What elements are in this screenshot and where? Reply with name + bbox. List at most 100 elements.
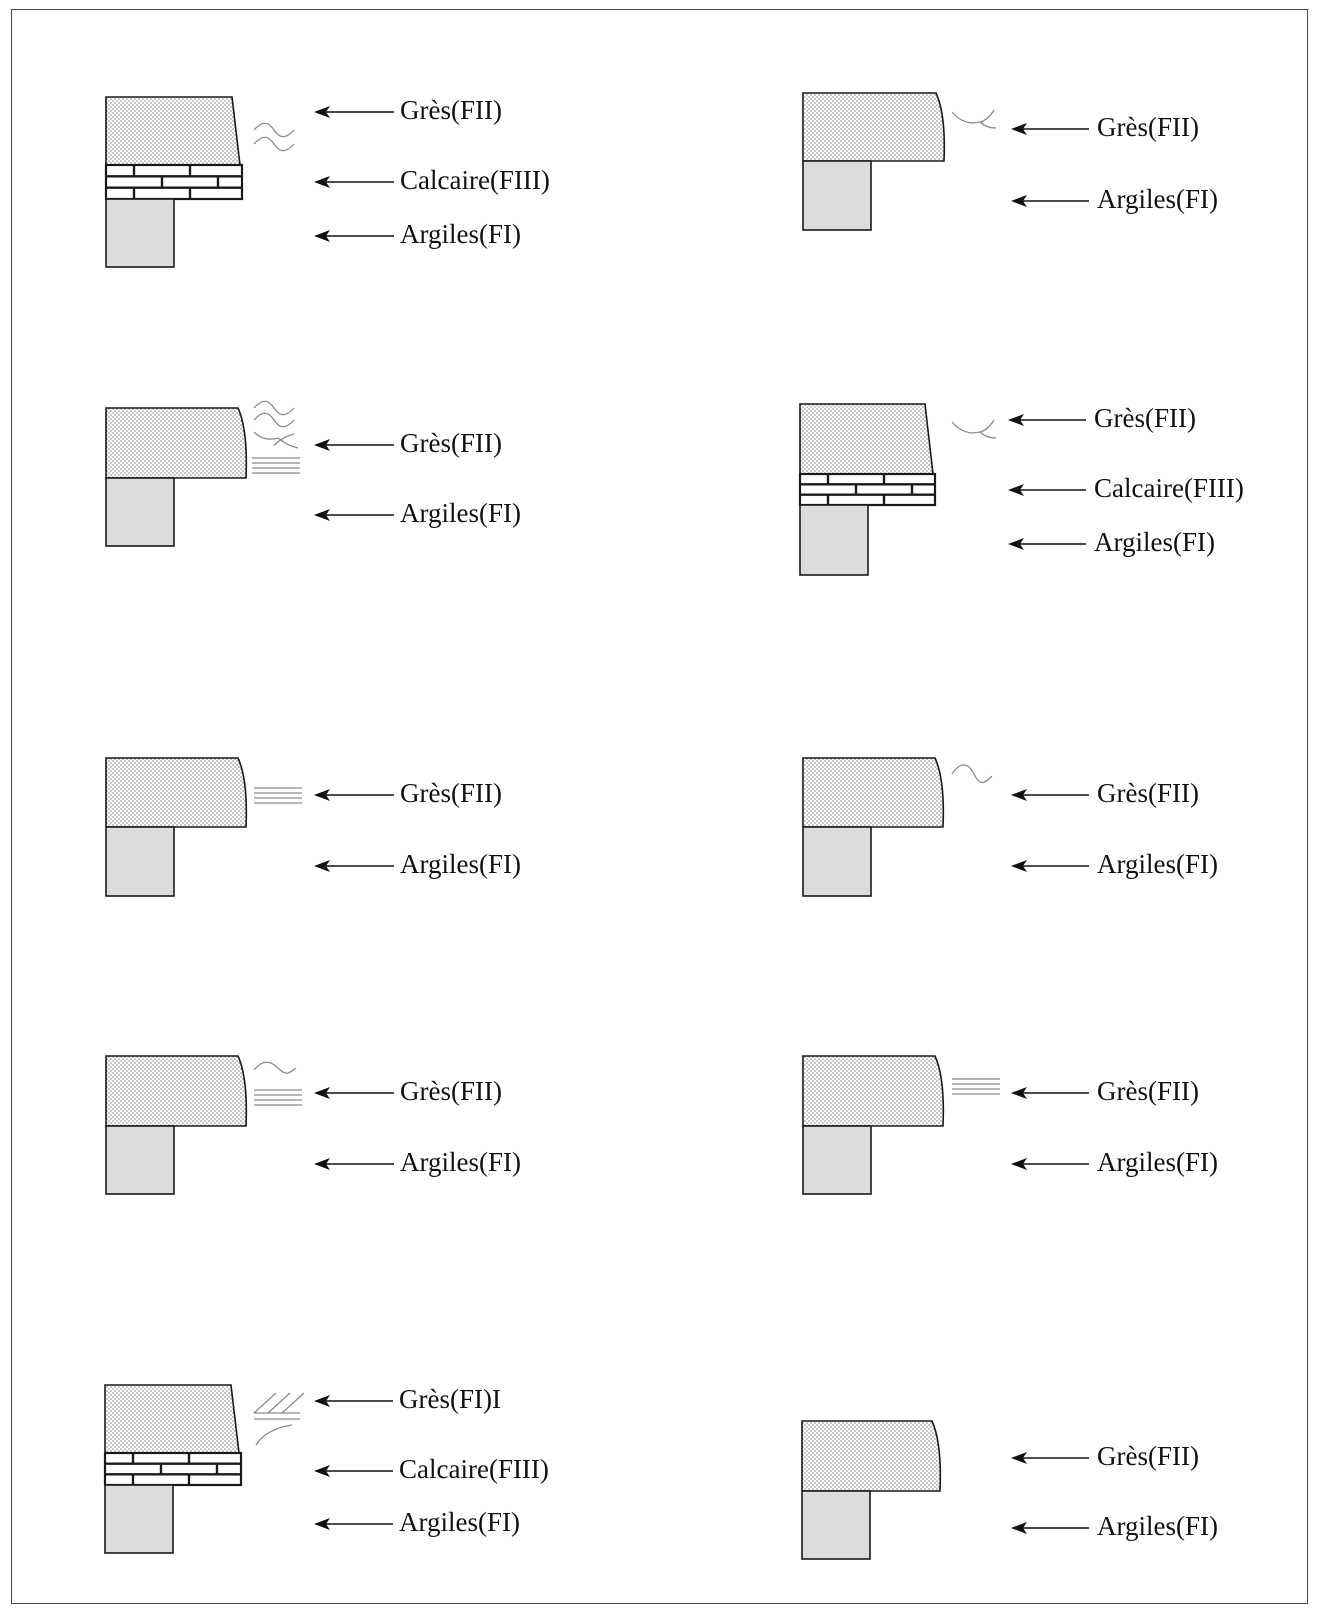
limestone-layer (103, 1451, 243, 1487)
layer-label: Grès(FII) (1094, 403, 1196, 433)
clay-layer (105, 198, 175, 268)
fork-mark (951, 419, 997, 439)
strata-column (801, 1420, 942, 1560)
double-wave-icon (253, 122, 295, 152)
arrow-head (314, 860, 330, 872)
wave-over-lines-icon (253, 1061, 302, 1106)
sandstone-layer (105, 757, 248, 828)
layer-label: Argiles(FI) (1097, 1147, 1218, 1177)
arrow (1011, 860, 1089, 872)
arrow-head (314, 1158, 330, 1170)
oblique-line-mark (281, 1392, 305, 1414)
arrow (1011, 1087, 1089, 1099)
layer-label: Grès(FII) (1097, 1076, 1199, 1106)
layer-label: Grès(FII) (1097, 778, 1199, 808)
wave-mark (253, 1061, 297, 1074)
layer-label: Argiles(FI) (1094, 527, 1215, 557)
layer-label: Argiles(FI) (400, 1147, 521, 1177)
layer-label: Argiles(FI) (1097, 1511, 1218, 1541)
arrow-head (314, 509, 330, 521)
arrow (314, 860, 394, 872)
layer-label: Argiles(FI) (400, 849, 521, 879)
limestone-layer (798, 472, 937, 507)
layer-label: Argiles(FI) (1097, 849, 1218, 879)
clay-layer (105, 1125, 175, 1195)
wave-mark (951, 764, 993, 784)
fork-mark (255, 1424, 293, 1446)
parallel-lines-icon (952, 1078, 1000, 1095)
arrow-head (314, 1395, 330, 1407)
fork-wave-icon (951, 109, 997, 129)
arrow-head (314, 106, 330, 118)
waves-fork-lines-icon (252, 400, 300, 474)
oblique-lines-fork-icon (253, 1392, 305, 1446)
arrow-head (314, 439, 330, 451)
arrow (314, 439, 394, 451)
clay-layer (802, 826, 872, 897)
limestone-layer (104, 163, 244, 201)
sandstone-layer (105, 96, 241, 166)
sandstone-layer (802, 92, 946, 162)
strata-column (802, 92, 946, 231)
arrow-head (314, 1465, 330, 1477)
strata-column (802, 1055, 945, 1195)
arrow (314, 1158, 394, 1170)
fork-mark (951, 109, 997, 129)
layer-label: Argiles(FI) (1097, 184, 1218, 214)
arrow (1011, 195, 1089, 207)
layer-label: Grès(FII) (400, 1076, 502, 1106)
oblique-line-mark (253, 1392, 277, 1414)
layer-label: Calcaire(FIII) (1094, 473, 1244, 503)
arrow (1011, 1522, 1089, 1534)
arrow (1008, 538, 1086, 550)
strata-column (105, 757, 248, 897)
clay-layer (104, 1484, 174, 1554)
sandstone-layer (105, 407, 248, 479)
layer-label: Calcaire(FIII) (400, 165, 550, 195)
arrow-head (1008, 538, 1024, 550)
arrow (1011, 789, 1089, 801)
arrow (314, 1087, 394, 1099)
arrow-head (1008, 414, 1024, 426)
arrow (314, 789, 394, 801)
layer-label: Grès(FII) (1097, 112, 1199, 142)
wave-mark (253, 400, 295, 416)
layer-label: Argiles(FI) (400, 219, 521, 249)
arrow-head (1008, 484, 1024, 496)
arrow-head (314, 789, 330, 801)
clay-layer (799, 504, 869, 576)
wave-mark (253, 136, 295, 152)
strata-column (105, 407, 248, 547)
arrow-head (1011, 123, 1027, 135)
fork-mark (253, 431, 299, 449)
clay-layer (105, 826, 175, 897)
arrow (314, 106, 394, 118)
oblique-line-mark (267, 1392, 291, 1414)
sandstone-layer (801, 1420, 942, 1492)
arrow-head (1011, 1522, 1027, 1534)
arrow-head (1011, 1087, 1027, 1099)
arrow (1008, 484, 1086, 496)
arrow (1011, 123, 1089, 135)
arrow-head (314, 1518, 330, 1530)
arrow (314, 176, 394, 188)
arrow (1011, 1158, 1089, 1170)
arrow (314, 230, 394, 242)
arrow-head (1011, 1158, 1027, 1170)
layer-label: Grès(FII) (400, 428, 502, 458)
strata-column (103, 1384, 243, 1554)
arrow-head (314, 1087, 330, 1099)
arrow-head (314, 230, 330, 242)
arrow-head (314, 176, 330, 188)
arrow-head (1011, 195, 1027, 207)
layer-label: Grès(FII) (400, 778, 502, 808)
fork-wave-icon (951, 419, 997, 439)
wave-mark (253, 412, 295, 428)
layer-label: Calcaire(FIII) (399, 1454, 549, 1484)
clay-layer (802, 160, 872, 231)
arrow (314, 509, 394, 521)
wave-mark (253, 122, 295, 138)
sandstone-layer (104, 1384, 240, 1454)
strata-column (104, 96, 244, 268)
